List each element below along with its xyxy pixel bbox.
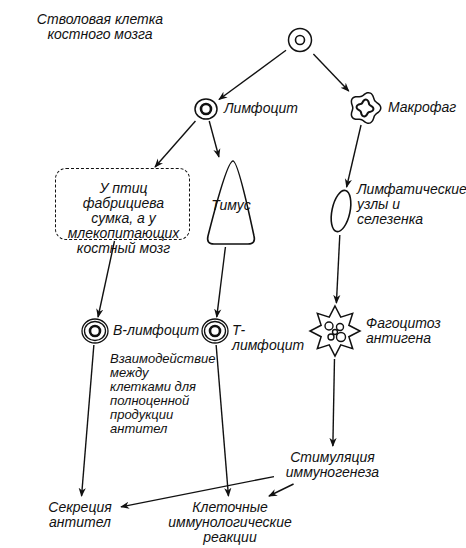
node-text: Фагоцитоз антигена (366, 316, 456, 346)
arrow-connector (333, 359, 335, 446)
arrow-connector (217, 247, 226, 317)
cell-ring (85, 322, 106, 341)
cell-node: Лимфатические узлы и селезенка (330, 188, 352, 234)
cell-node: Стимуляция иммуногенеза (275, 447, 390, 483)
arrow-connector (347, 125, 361, 187)
macrophage-outline (351, 93, 380, 123)
antigen-particle (328, 334, 334, 340)
cell-ring (205, 322, 226, 341)
cell-ring (289, 29, 312, 52)
cell-ring (201, 104, 211, 114)
node-text: Лимфоцит (224, 101, 309, 116)
node-text: Стволовая клетка костного мозга (35, 12, 165, 42)
arrow-connector (219, 50, 286, 99)
arrow-connector (313, 54, 348, 91)
node-text: Т-лимфоцит (232, 323, 314, 353)
arrow-connector (82, 345, 94, 496)
cell-node: Фагоцитоз антигена (308, 304, 362, 358)
antigen-particle (337, 333, 346, 342)
cell-outline (81, 318, 109, 344)
cell-node: Т-лимфоцит (201, 318, 229, 344)
cell-node: Макрофаг (348, 92, 382, 124)
arrow-connector (216, 345, 228, 496)
node-text: Лимфатические узлы и селезенка (357, 182, 457, 227)
node-text: Стимуляция иммуногенеза (275, 450, 390, 480)
cell-outline (308, 304, 362, 358)
arrow-connector (336, 235, 339, 303)
cell-node: Стволовая клетка костного мозга (287, 27, 313, 53)
cell-outline (348, 92, 382, 124)
antigen-particle (325, 322, 333, 330)
lymph-node-outline (328, 189, 354, 234)
antigen-particle (333, 330, 338, 335)
cell-ring (202, 319, 228, 343)
cell-node: Лимфоцит (194, 98, 218, 120)
node-text: В-лимфоцит (113, 323, 201, 338)
cell-ring (296, 36, 305, 45)
node-text: Макрофаг (388, 100, 466, 115)
cell-ring (90, 326, 100, 336)
antigen-particle (337, 324, 344, 331)
cell-ring (82, 319, 108, 343)
node-text: Клеточные иммунологические реакции (150, 500, 310, 545)
macrophage-nucleus (357, 100, 374, 117)
edge-label: Взаимодействие между клетками для полноц… (110, 352, 210, 436)
cell-outline (194, 98, 218, 120)
cell-ring (195, 99, 217, 119)
arrow-connector (155, 121, 195, 167)
cell-node: В-лимфоцит (81, 318, 109, 344)
arrow-connector (209, 121, 219, 157)
cell-node: У птиц фабрициева сумка, а у млекопитающ… (55, 168, 190, 240)
cell-node: Тимус (205, 158, 257, 246)
cell-node: Секреция антител (40, 497, 120, 533)
cell-ring (210, 326, 220, 336)
cell-outline (287, 27, 313, 53)
cell-node: Клеточные иммунологические реакции (150, 497, 310, 533)
node-text: Секреция антител (40, 500, 120, 530)
node-text: У птиц фабрициева сумка, а у млекопитающ… (62, 181, 185, 256)
arrow-connector (269, 484, 294, 496)
cell-outline (201, 318, 229, 344)
phagocyte-outline (310, 306, 360, 356)
node-text: Тимус (205, 198, 257, 213)
cell-outline (330, 188, 352, 234)
